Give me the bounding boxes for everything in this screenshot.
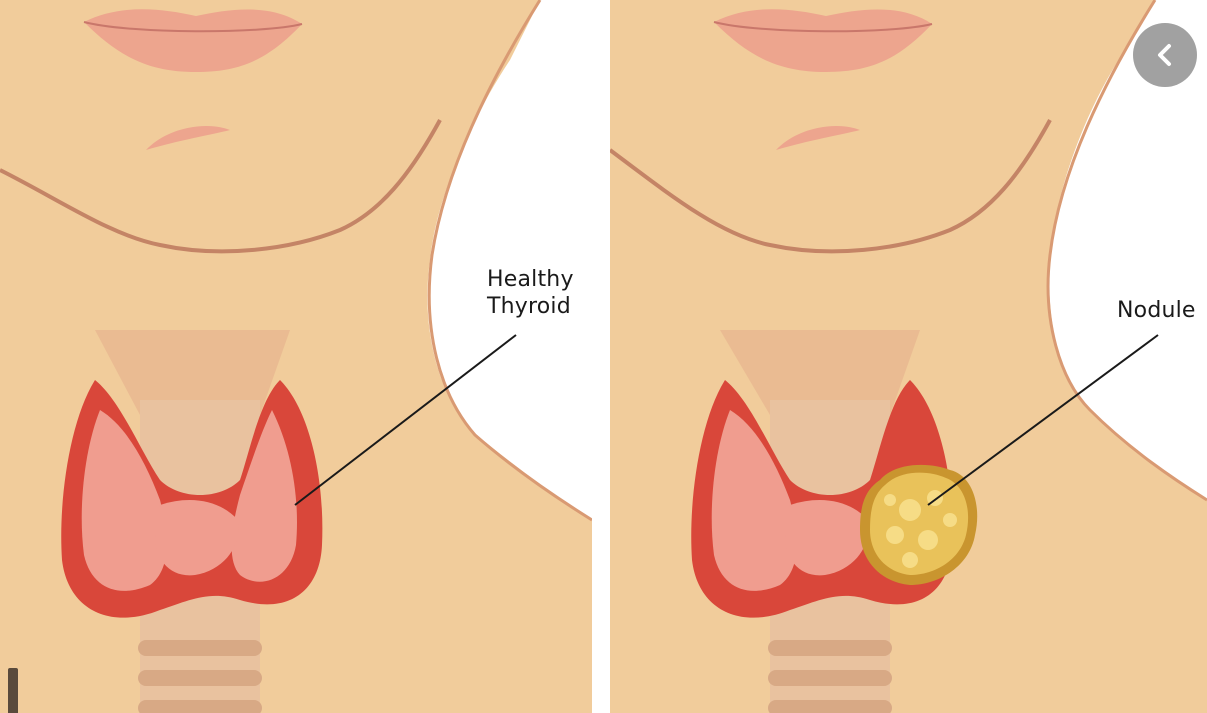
healthy-label-line1: Healthy bbox=[487, 266, 574, 293]
nodule-panel: Nodule bbox=[610, 0, 1207, 713]
nodule-label: Nodule bbox=[1117, 297, 1196, 324]
chevron-left-icon bbox=[1150, 40, 1180, 70]
back-button[interactable] bbox=[1133, 23, 1197, 87]
healthy-thyroid-panel: Healthy Thyroid bbox=[0, 0, 592, 713]
healthy-thyroid-label: Healthy Thyroid bbox=[487, 266, 574, 320]
thyroid-nodule-illustration bbox=[610, 0, 1207, 713]
healthy-thyroid-illustration bbox=[0, 0, 592, 713]
healthy-label-line2: Thyroid bbox=[487, 293, 574, 320]
scroll-handle[interactable] bbox=[8, 668, 18, 713]
